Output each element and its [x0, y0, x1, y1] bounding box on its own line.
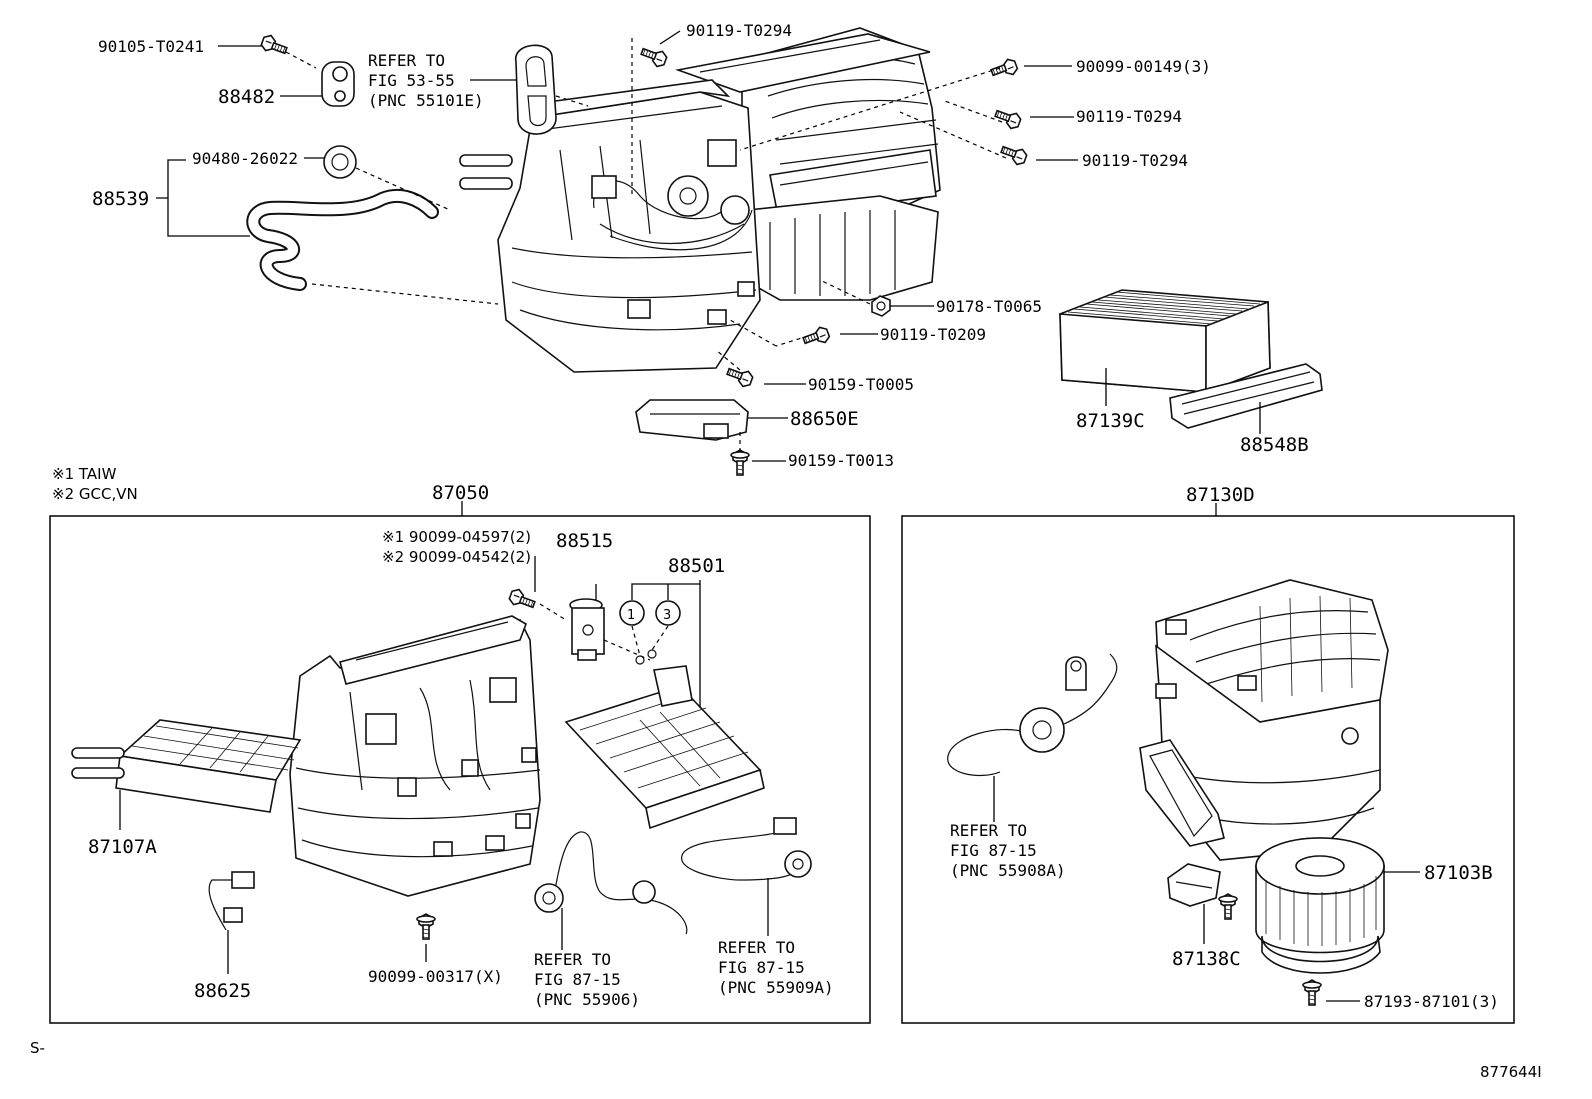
label-refer-55909A-l3: (PNC 55909A)	[718, 978, 834, 997]
evaporator-88501	[564, 665, 765, 830]
label-refer-53-55-l3: (PNC 55101E)	[368, 91, 484, 110]
hose-88539	[246, 188, 439, 291]
label-refer-55908A-l1: REFER TO	[950, 821, 1027, 840]
label-n2-part: ※2 90099-04542(2)	[382, 548, 531, 566]
label-88539: 88539	[92, 188, 149, 210]
harness-55906	[534, 831, 688, 935]
label-87103B: 87103B	[1424, 862, 1493, 884]
screw-90119-T0294-a	[638, 44, 669, 70]
label-88515: 88515	[556, 530, 613, 552]
screw-90099-00317	[416, 913, 436, 940]
label-90105-T0241: 90105-T0241	[98, 37, 204, 56]
nut-90178-T0065	[871, 295, 891, 317]
label-90099-00317: 90099-00317(X)	[368, 967, 503, 986]
label-88650E: 88650E	[790, 408, 859, 430]
label-88501: 88501	[668, 555, 725, 577]
left-box-frame	[49, 515, 871, 1024]
blower-unit	[1139, 579, 1389, 861]
footer-right: 877644I	[1480, 1063, 1542, 1081]
label-refer-55908A-l3: (PNC 55908A)	[950, 861, 1066, 880]
screw-87193-87101	[1302, 979, 1322, 1006]
label-90119-T0294-b: 90119-T0294	[1076, 107, 1182, 126]
harness-55909A	[681, 817, 812, 881]
label-refer-53-55-l2: FIG 53-55	[368, 71, 455, 90]
top-dashed-lines	[285, 38, 1007, 452]
note-2: ※2 GCC,VN	[52, 485, 138, 503]
label-refer-55908A-l2: FIG 87-15	[950, 841, 1037, 860]
left-box-87050: 87050	[49, 482, 871, 1024]
label-87130D: 87130D	[1186, 484, 1255, 506]
label-87139C: 87139C	[1076, 410, 1145, 432]
footer-left: S-	[30, 1039, 45, 1057]
filter-87139C	[1059, 289, 1271, 394]
label-n1-part: ※1 90099-04597(2)	[382, 528, 531, 546]
label-refer-55909A-l1: REFER TO	[718, 938, 795, 957]
wire-88625	[208, 871, 255, 931]
label-90119-T0294-a: 90119-T0294	[686, 21, 792, 40]
top-labels: 90105-T0241 88482 REFER TO FIG 53-55 (PN…	[92, 21, 1309, 470]
label-90119-T0209: 90119-T0209	[880, 325, 986, 344]
label-refer-55906-l2: FIG 87-15	[534, 970, 621, 989]
screw-90099-00149	[988, 56, 1020, 82]
sensor-88482	[321, 61, 355, 107]
label-90119-T0294-c: 90119-T0294	[1082, 151, 1188, 170]
screw-90159-T0013	[730, 449, 750, 476]
bolt-90099-04597	[507, 586, 538, 612]
label-87138C: 87138C	[1172, 948, 1241, 970]
harness-55908A	[947, 653, 1118, 777]
grommet-90480-26022	[323, 145, 357, 179]
label-88548B: 88548B	[1240, 434, 1309, 456]
label-87050: 87050	[432, 482, 489, 504]
cover-88548B	[1169, 363, 1323, 429]
o-ring-1-label: 1	[627, 608, 635, 623]
label-90099-00149: 90099-00149(3)	[1076, 57, 1211, 76]
o-ring-1	[619, 600, 645, 626]
screw-90119-T0294-c	[998, 142, 1029, 168]
blower-motor-87103B	[1255, 837, 1385, 974]
screw-resistor	[1218, 893, 1238, 920]
screw-90159-T0005	[724, 364, 755, 390]
top-leader-lines	[156, 30, 1261, 462]
label-90159-T0005: 90159-T0005	[808, 375, 914, 394]
bracket-88650E	[635, 399, 749, 441]
label-88625: 88625	[194, 980, 251, 1002]
right-box-frame	[901, 515, 1515, 1024]
expansion-valve-88515	[569, 598, 605, 661]
label-refer-55906-l3: (PNC 55906)	[534, 990, 640, 1009]
screw-90119-T0294-b	[992, 106, 1023, 132]
right-box-87130D: 87130D	[901, 484, 1515, 1024]
resistor-87138C	[1167, 863, 1221, 907]
label-refer-55909A-l2: FIG 87-15	[718, 958, 805, 977]
heater-case	[289, 615, 541, 897]
label-refer-55906-l1: REFER TO	[534, 950, 611, 969]
left-box-leaders	[119, 556, 769, 974]
note-1: ※1 TAIW	[52, 465, 117, 483]
o-ring-3	[655, 600, 681, 626]
duct-gasket	[515, 44, 557, 135]
label-88482: 88482	[218, 86, 275, 108]
label-90178-T0065: 90178-T0065	[936, 297, 1042, 316]
right-box-leaders	[993, 776, 1420, 1002]
label-87193-87101: 87193-87101(3)	[1364, 992, 1499, 1011]
screw-90105-T0241	[259, 32, 290, 58]
o-ring-3-label: 3	[663, 608, 671, 623]
label-87107A: 87107A	[88, 836, 157, 858]
heater-core-87107A	[71, 719, 302, 813]
label-90480-26022: 90480-26022	[192, 149, 298, 168]
label-refer-53-55-l1: REFER TO	[368, 51, 445, 70]
label-90159-T0013: 90159-T0013	[788, 451, 894, 470]
top-hvac-unit	[459, 27, 941, 373]
